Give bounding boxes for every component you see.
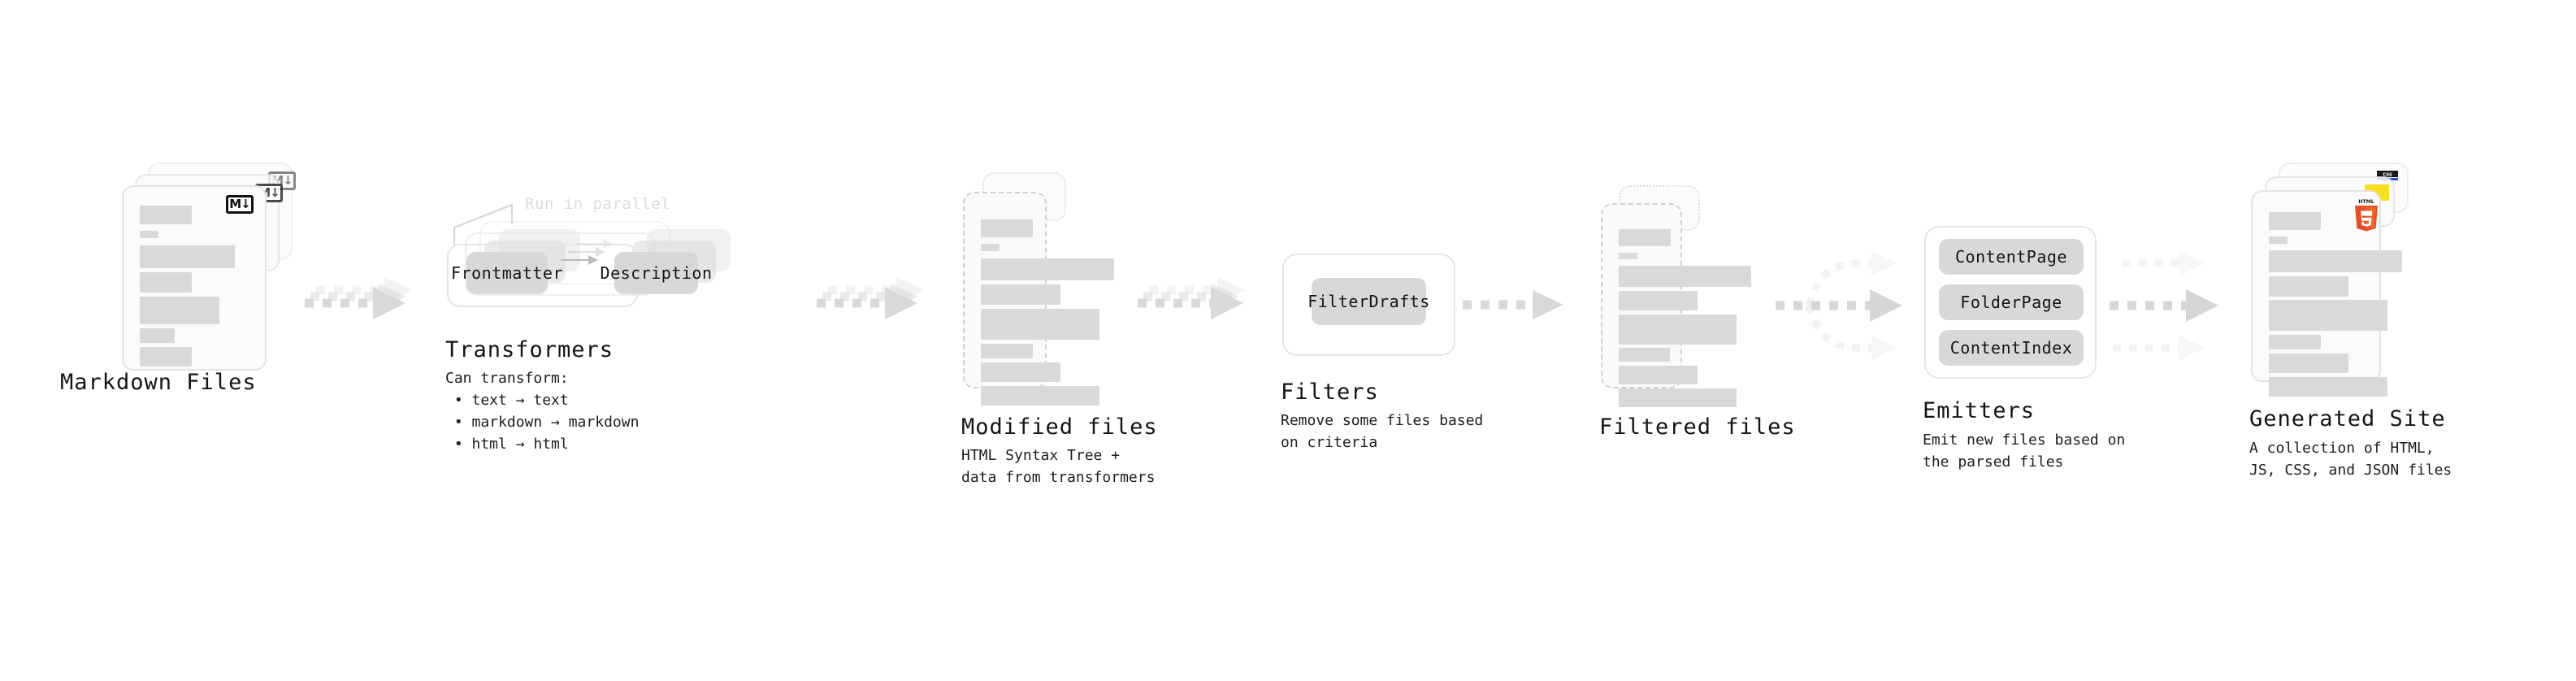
stage-label-markdown-files: Markdown Files	[60, 370, 257, 395]
file-line	[140, 347, 192, 367]
emitter-chip-folderpage[interactable]: FolderPage	[1939, 284, 2084, 320]
file-line	[981, 244, 1000, 251]
file-line	[140, 245, 235, 268]
filters-frame	[1282, 254, 1455, 356]
emitters-frame	[1924, 226, 2097, 379]
file-line	[2269, 250, 2402, 272]
stage-label-transformers: Transformers	[445, 337, 614, 362]
file-line	[1619, 314, 1737, 345]
file-line	[140, 206, 192, 224]
file-line	[981, 344, 1033, 358]
conn-modified-files-to-filters	[1138, 277, 1276, 337]
file-line	[140, 272, 192, 293]
file-line	[2269, 377, 2387, 397]
stage-label-emitters: Emitters	[1923, 398, 2036, 423]
file-line	[2269, 300, 2387, 331]
markdown-badge: M↓	[226, 195, 254, 214]
file-line	[1619, 348, 1670, 362]
file-line	[2269, 354, 2348, 373]
file-line	[981, 284, 1060, 305]
emitter-chip-contentindex[interactable]: ContentIndex	[1939, 330, 2084, 366]
stage-label-filters: Filters	[1281, 380, 1379, 405]
transformer-chip-frontmatter[interactable]: Frontmatter	[451, 252, 562, 294]
stage-desc-modified-files: HTML Syntax Tree + data from transformer…	[961, 447, 1156, 486]
file-line	[1619, 388, 1737, 407]
stage-desc-generated-site: A collection of HTML, JS, CSS, and JSON …	[2249, 440, 2452, 479]
file-line	[140, 231, 158, 238]
file-line	[981, 386, 1099, 406]
svg-text:HTML: HTML	[2358, 199, 2374, 205]
file-line	[2269, 212, 2321, 230]
file-line	[1619, 253, 1637, 259]
stage-label-modified-files: Modified files	[961, 414, 1158, 440]
file-line	[2269, 236, 2288, 244]
svg-text:CSS: CSS	[2383, 173, 2392, 178]
filter-chip-filterdrafts[interactable]: FilterDrafts	[1308, 278, 1429, 325]
run-in-parallel-label: Run in parallel	[525, 195, 671, 213]
conn-transformers-to-modified-files	[817, 277, 947, 337]
conn-emitters-to-generated-site	[2110, 236, 2264, 374]
html5-badge: HTML	[2355, 199, 2378, 232]
file-line	[1619, 366, 1698, 384]
stage-label-filtered-files: Filtered files	[1599, 414, 1796, 440]
file-line	[1619, 266, 1751, 287]
stage-desc-filters: Remove some files based on criteria	[1281, 412, 1484, 451]
file-line	[981, 258, 1114, 280]
modified-file-card-front	[963, 192, 1114, 406]
conn-filters-to-filtered-files	[1463, 290, 1593, 331]
conn-filtered-files-to-emitters	[1776, 236, 1922, 374]
transformer-chip-description[interactable]: Description	[601, 252, 712, 294]
file-line	[981, 362, 1060, 382]
conn-markdown-to-transformers	[305, 277, 435, 337]
file-line	[2269, 335, 2321, 349]
file-line	[140, 328, 175, 343]
file-line	[1619, 229, 1671, 246]
emitter-chip-contentpage[interactable]: ContentPage	[1939, 239, 2084, 275]
generated-file-card-front	[2251, 190, 2402, 397]
stage-desc-emitters: Emit new files based on the parsed files	[1923, 432, 2126, 471]
file-line	[2269, 276, 2348, 297]
filtered-file-card-front	[1601, 203, 1751, 407]
file-line	[1619, 291, 1698, 310]
file-line	[981, 309, 1099, 340]
transformer-inner-arrows	[561, 239, 613, 265]
run-in-parallel-bracket	[453, 203, 514, 247]
stage-desc-transformers: Can transform: • text → text • markdown …	[445, 370, 640, 453]
file-line	[981, 219, 1033, 237]
file-line	[140, 297, 219, 324]
markdown-file-card-front	[122, 185, 267, 371]
stage-label-generated-site: Generated Site	[2249, 406, 2446, 432]
